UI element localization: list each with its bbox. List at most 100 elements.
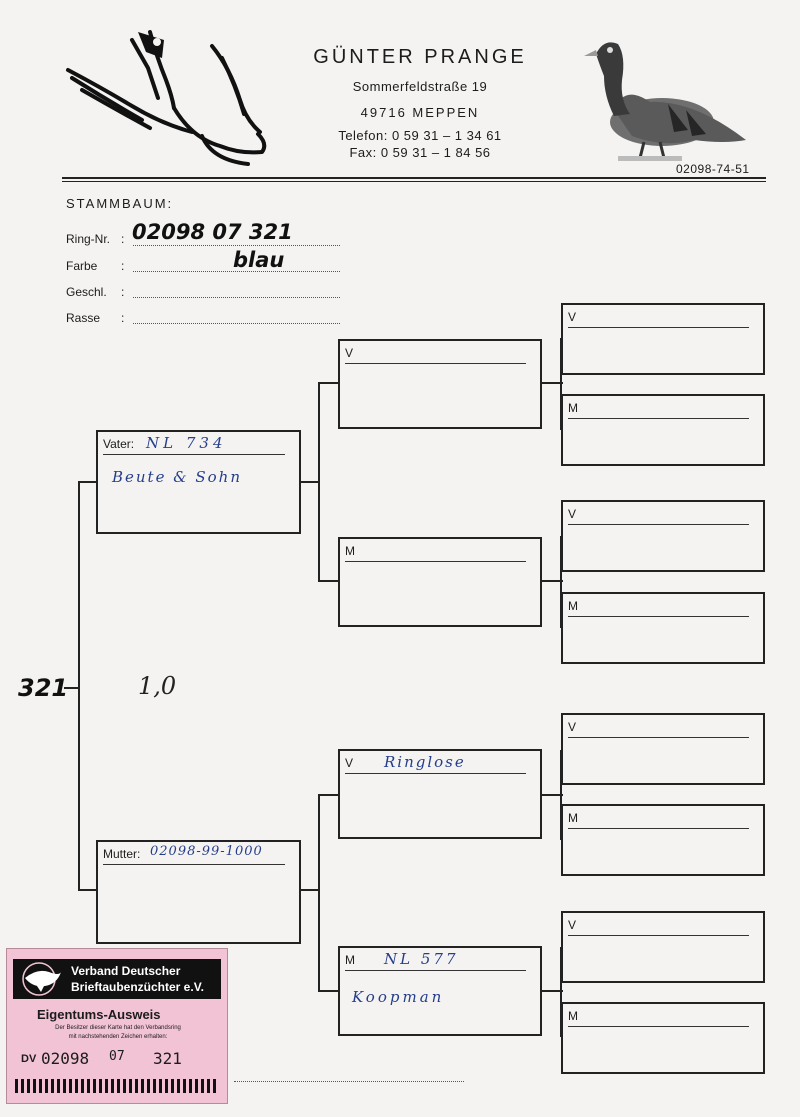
- entry-rule: [568, 524, 749, 525]
- grandparent-box: M: [338, 537, 542, 627]
- great-grandparent-label: M: [568, 401, 578, 415]
- field-breed-label: Rasse: [66, 311, 101, 325]
- entry-rule: [568, 1026, 749, 1027]
- entry-rule: [103, 864, 285, 865]
- mother-label: Mutter:: [103, 847, 141, 861]
- great-grandparent-label: V: [568, 720, 577, 734]
- bracket-line: [560, 338, 562, 430]
- bracket-line: [318, 580, 340, 582]
- grandparent-label: V: [345, 346, 354, 360]
- header-rule: [62, 177, 766, 179]
- great-grandparent-box: M: [561, 394, 765, 466]
- great-grandparent-label: V: [568, 310, 577, 324]
- field-sex-line: [133, 296, 340, 298]
- great-grandparent-box: V: [561, 500, 765, 572]
- bracket-line: [78, 481, 98, 483]
- field-breed-line: [133, 322, 340, 324]
- bracket-line: [78, 889, 98, 891]
- breeder-fax: Fax: 0 59 31 – 1 84 56: [349, 145, 491, 160]
- entry-rule: [568, 828, 749, 829]
- entry-rule: [568, 935, 749, 936]
- footer-dotted-line: [234, 1080, 464, 1082]
- entry-rule: [345, 363, 526, 364]
- field-color-label: Farbe: [66, 259, 98, 273]
- breeder-phone: Telefon: 0 59 31 – 1 34 61: [338, 128, 502, 143]
- entry-rule: [345, 561, 526, 562]
- card-org-line1: Verband Deutscher: [71, 964, 181, 978]
- grandparent-box: V Ringlose: [338, 749, 542, 839]
- grandparent-box: M NL 577 Koopman: [338, 946, 542, 1036]
- card-org-line2: Brieftaubenzüchter e.V.: [71, 980, 204, 994]
- mother-ring: 02098-99-1000: [150, 844, 263, 859]
- great-grandparent-box: V: [561, 911, 765, 983]
- great-grandparent-box: V: [561, 713, 765, 785]
- bracket-line: [78, 481, 80, 891]
- card-club-number: 02098: [41, 1049, 90, 1068]
- bracket-line: [318, 794, 320, 992]
- field-ring-value: 02098 07 321: [132, 220, 293, 244]
- subject-mark: 321: [18, 674, 69, 702]
- dove-logo-icon: [22, 962, 61, 996]
- handwritten-note: 1,0: [138, 672, 177, 700]
- subject-connector: [64, 687, 80, 689]
- entry-rule: [345, 773, 526, 774]
- entry-rule: [345, 970, 526, 971]
- grandparent-label: M: [345, 544, 355, 558]
- father-label: Vater:: [103, 437, 135, 451]
- bracket-line: [318, 382, 340, 384]
- father-ring: NL 734: [146, 434, 227, 452]
- field-ring-label: Ring-Nr.: [66, 232, 111, 246]
- grandparent-box: V: [338, 339, 542, 429]
- bracket-line: [560, 947, 562, 1037]
- father-owner: Beute & Sohn: [112, 468, 242, 486]
- card-year: 07: [109, 1049, 125, 1064]
- grandparent-owner: Koopman: [352, 988, 445, 1006]
- mother-box: Mutter: 02098-99-1000: [96, 840, 301, 944]
- great-grandparent-box: M: [561, 1002, 765, 1074]
- grandparent-label: V: [345, 756, 354, 770]
- great-grandparent-box: M: [561, 804, 765, 876]
- bracket-line: [318, 990, 340, 992]
- field-color-line: [133, 270, 340, 272]
- field-sex-label: Geschl.: [66, 285, 107, 299]
- card-border-pattern: [15, 1079, 219, 1093]
- bracket-line: [300, 481, 320, 483]
- great-grandparent-label: M: [568, 1009, 578, 1023]
- card-title: Eigentums-Ausweis: [37, 1007, 161, 1022]
- great-grandparent-box: M: [561, 592, 765, 664]
- bracket-line: [318, 382, 320, 582]
- breeder-city: 49716 MEPPEN: [360, 105, 480, 120]
- bracket-line: [560, 536, 562, 628]
- great-grandparent-label: M: [568, 599, 578, 613]
- header-rule-thin: [62, 181, 766, 182]
- pigeon-photo: [584, 42, 746, 161]
- field-ring-line: [133, 244, 340, 246]
- grandparent-ring: Ringlose: [384, 753, 466, 771]
- ownership-card: Verband Deutscher Brieftaubenzüchter e.V…: [6, 948, 228, 1104]
- entry-rule: [568, 616, 749, 617]
- great-grandparent-label: V: [568, 918, 577, 932]
- field-colon: :: [121, 311, 125, 325]
- bracket-line: [541, 990, 563, 992]
- field-color-value: blau: [233, 248, 285, 272]
- card-prefix: DV: [21, 1053, 37, 1065]
- great-grandparent-label: V: [568, 507, 577, 521]
- great-grandparent-box: V: [561, 303, 765, 375]
- grandparent-label: M: [345, 953, 355, 967]
- card-ring-number: 321: [153, 1049, 182, 1068]
- card-note-line1: Der Besitzer dieser Karte hat den Verban…: [55, 1025, 181, 1031]
- field-colon: :: [121, 232, 125, 246]
- breeder-street: Sommerfeldstraße 19: [352, 79, 488, 94]
- grandparent-ring: NL 577: [384, 950, 459, 968]
- pigeon-sketch-logo: [66, 30, 267, 166]
- entry-rule: [568, 737, 749, 738]
- field-colon: :: [121, 285, 125, 299]
- bracket-line: [560, 750, 562, 840]
- bracket-line: [300, 889, 320, 891]
- header-ring-code: 02098-74-51: [676, 162, 750, 176]
- card-header: Verband Deutscher Brieftaubenzüchter e.V…: [13, 959, 221, 999]
- field-colon: :: [121, 259, 125, 273]
- entry-rule: [568, 327, 749, 328]
- stammbaum-title: STAMMBAUM:: [66, 196, 174, 211]
